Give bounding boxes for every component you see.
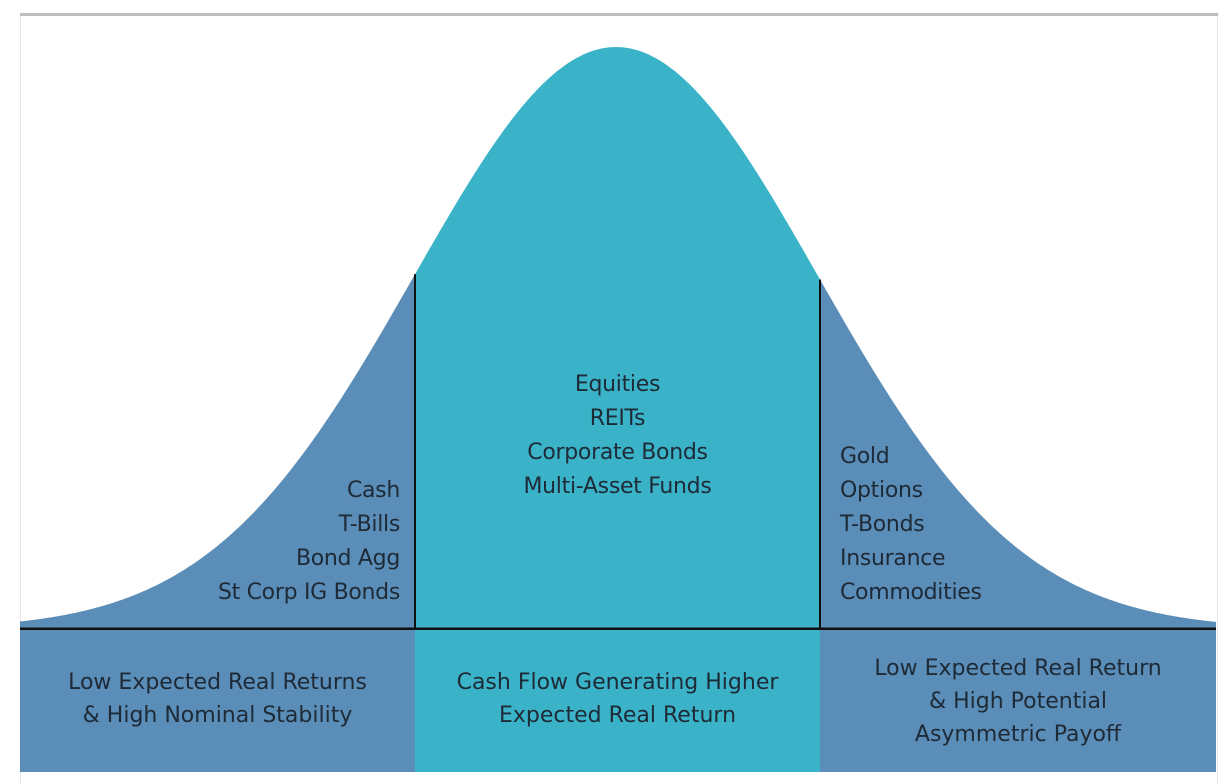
asset-label: Cash xyxy=(346,478,400,503)
asset-label: REITs xyxy=(589,406,646,431)
right-tail-list: Gold Options T-Bonds Insurance Commoditi… xyxy=(840,440,982,610)
panel-line: & High Nominal Stability xyxy=(82,703,353,728)
right-description-panel: Low Expected Real Return & High Potential… xyxy=(820,630,1216,772)
asset-label: Corporate Bonds xyxy=(527,440,708,465)
asset-label: Gold xyxy=(840,444,890,469)
panel-line: Low Expected Real Returns xyxy=(68,670,367,695)
right-tail-area xyxy=(820,279,1216,629)
asset-label: T-Bills xyxy=(338,512,401,537)
panel-line: Cash Flow Generating Higher xyxy=(456,670,779,695)
asset-label: Bond Agg xyxy=(295,546,400,571)
asset-label: Equities xyxy=(574,372,661,397)
top-border xyxy=(20,13,1218,16)
left-tail-list: Cash T-Bills Bond Agg St Corp IG Bonds xyxy=(218,474,400,610)
asset-label: Insurance xyxy=(840,546,946,571)
center-list: Equities REITs Corporate Bonds Multi-Ass… xyxy=(415,368,820,504)
asset-label: T-Bonds xyxy=(840,512,925,537)
asset-label: Commodities xyxy=(840,580,982,605)
asset-label: Options xyxy=(840,478,923,503)
center-area xyxy=(415,47,820,629)
asset-label: Multi-Asset Funds xyxy=(523,474,712,499)
panel-line: Expected Real Return xyxy=(498,703,737,728)
panel-line: & High Potential xyxy=(928,689,1108,714)
panel-line: Low Expected Real Return xyxy=(874,656,1162,681)
left-tail-area xyxy=(20,274,415,629)
panel-line: Asymmetric Payoff xyxy=(914,722,1122,747)
asset-label: St Corp IG Bonds xyxy=(217,580,400,605)
left-description-panel: Low Expected Real Returns & High Nominal … xyxy=(20,630,415,772)
diagram-frame xyxy=(20,16,1218,784)
